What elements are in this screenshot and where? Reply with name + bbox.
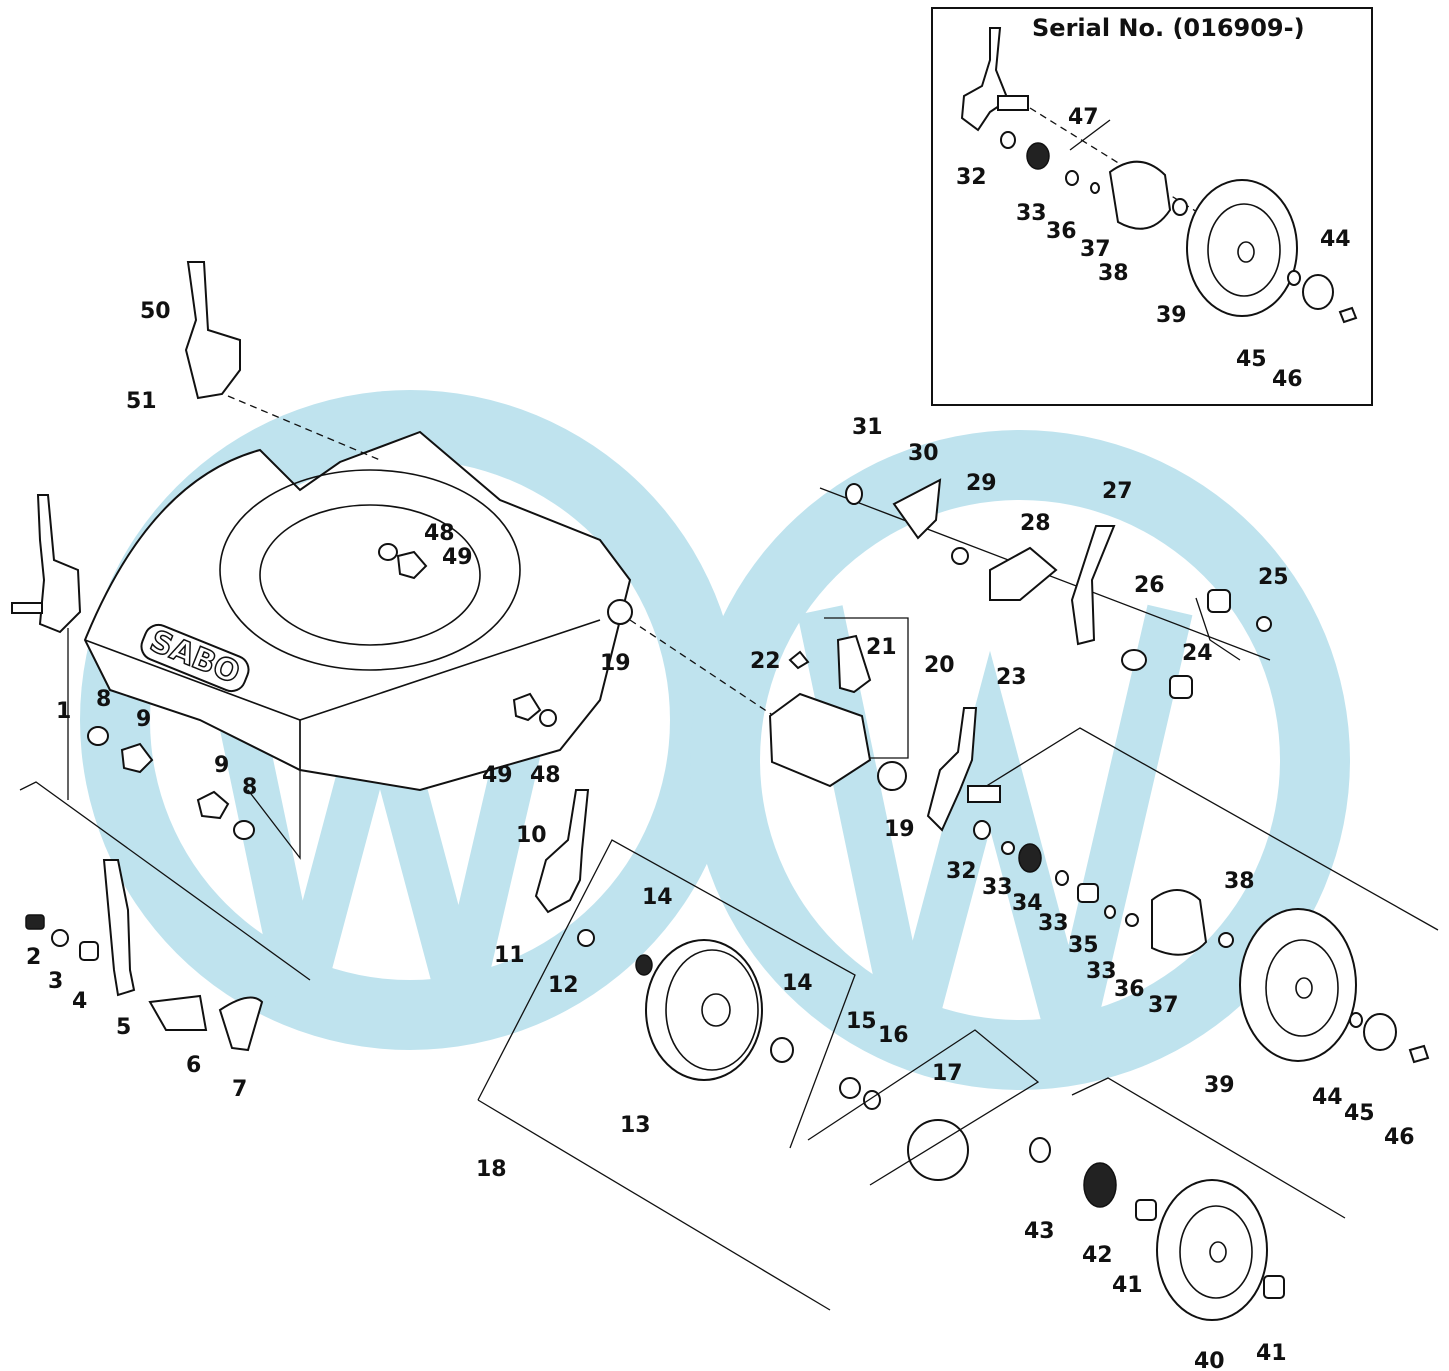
roller-icon <box>645 939 763 1081</box>
rear-wheel-assembly <box>819 478 1439 1064</box>
callout-label: 41 <box>1112 1273 1143 1298</box>
callout-label: 46 <box>1384 1125 1415 1150</box>
callout-label: 12 <box>548 973 579 998</box>
callout-label: 14 <box>642 885 673 910</box>
callout-label: 26 <box>1134 573 1165 598</box>
front-wheel-assembly <box>1029 1077 1346 1321</box>
callout-label: 3 <box>48 969 63 994</box>
callout-label: 33 <box>1038 911 1069 936</box>
callout-label: 44 <box>1320 227 1351 252</box>
callout-label: 39 <box>1156 303 1187 328</box>
callout-label: 27 <box>1102 479 1133 504</box>
callout-label: 21 <box>866 635 897 660</box>
callout-label: 22 <box>750 649 781 674</box>
callout-label: 45 <box>1344 1101 1375 1126</box>
upper-handle-assembly <box>184 261 557 727</box>
callout-label: 38 <box>1224 869 1255 894</box>
leader-lines <box>19 119 1241 981</box>
callout-label: 10 <box>516 823 547 848</box>
callout-label: 28 <box>1020 511 1051 536</box>
handle-bracket-icon <box>534 789 590 914</box>
handle-bracket-icon <box>184 261 241 400</box>
inset-panel: Serial No. (016909-) <box>931 7 1373 406</box>
gearbox-icon <box>607 599 909 791</box>
handle-bracket-icon <box>36 494 82 634</box>
callout-label: 49 <box>482 763 513 788</box>
callout-label: 37 <box>1080 237 1111 262</box>
callout-label: 5 <box>116 1015 131 1040</box>
inset-callouts: 32 47 33 36 37 38 39 44 45 46 <box>956 105 1351 392</box>
callout-label: 34 <box>1012 891 1043 916</box>
callout-label: 49 <box>442 545 473 570</box>
callout-label: 8 <box>242 775 257 800</box>
callout-label: 24 <box>1182 641 1213 666</box>
callout-label: 33 <box>982 875 1013 900</box>
callout-label: 41 <box>1256 1341 1287 1366</box>
callout-label: 18 <box>476 1157 507 1182</box>
callout-label: 48 <box>424 521 455 546</box>
callout-label: 33 <box>1016 201 1047 226</box>
callout-label: 36 <box>1046 219 1077 244</box>
callout-label: 16 <box>878 1023 909 1048</box>
front-left-assembly <box>11 494 255 840</box>
callout-label: 1 <box>56 699 71 724</box>
handle-bracket-icon <box>926 707 978 832</box>
callout-label: 45 <box>1236 347 1267 372</box>
callout-label: 51 <box>126 389 157 414</box>
handle-bracket-center <box>534 789 590 914</box>
small-parts-left <box>25 859 264 1052</box>
callout-label: 17 <box>932 1061 963 1086</box>
callout-label: 40 <box>1194 1349 1225 1371</box>
callout-label: 37 <box>1148 993 1179 1018</box>
callout-label: 35 <box>1068 933 1099 958</box>
callout-label: 48 <box>530 763 561 788</box>
callout-label: 36 <box>1114 977 1145 1002</box>
callout-label: 19 <box>884 817 915 842</box>
callout-label: 23 <box>996 665 1027 690</box>
gear-icon <box>1018 843 1042 873</box>
callout-label: 44 <box>1312 1085 1343 1110</box>
gear-icon <box>1083 1162 1117 1208</box>
callout-label: 50 <box>140 299 171 324</box>
callout-label: 11 <box>494 943 525 968</box>
callout-label: 14 <box>782 971 813 996</box>
callout-label: 43 <box>1024 1219 1055 1244</box>
roller-assembly <box>477 839 1040 1311</box>
callout-label: 30 <box>908 441 939 466</box>
callout-label: 20 <box>924 653 955 678</box>
main-callouts: 1 2 3 4 5 6 7 8 9 9 8 10 11 12 13 14 14 … <box>26 299 1415 1371</box>
callout-label: 32 <box>956 165 987 190</box>
callout-label: 25 <box>1258 565 1289 590</box>
callout-label: 19 <box>600 651 631 676</box>
gear-icon <box>1026 142 1050 170</box>
inset-title: Serial No. (016909-) <box>1032 14 1305 42</box>
handle-bracket-icon <box>960 27 1010 132</box>
callout-label: 39 <box>1204 1073 1235 1098</box>
callout-label: 42 <box>1082 1243 1113 1268</box>
callout-label: 31 <box>852 415 883 440</box>
callout-label: 7 <box>232 1077 247 1102</box>
callout-label: 33 <box>1086 959 1117 984</box>
callout-label: 38 <box>1098 261 1129 286</box>
callout-label: 9 <box>136 707 151 732</box>
callout-label: 13 <box>620 1113 651 1138</box>
callout-label: 46 <box>1272 367 1303 392</box>
callout-label: 29 <box>966 471 997 496</box>
callout-label: 47 <box>1068 105 1099 130</box>
callout-label: 4 <box>72 989 87 1014</box>
callout-label: 2 <box>26 945 41 970</box>
callout-label: 9 <box>214 753 229 778</box>
callout-label: 15 <box>846 1009 877 1034</box>
callout-label: 8 <box>96 687 111 712</box>
callout-label: 6 <box>186 1053 201 1078</box>
callout-label: 32 <box>946 859 977 884</box>
wheel-icon <box>1156 1179 1268 1321</box>
